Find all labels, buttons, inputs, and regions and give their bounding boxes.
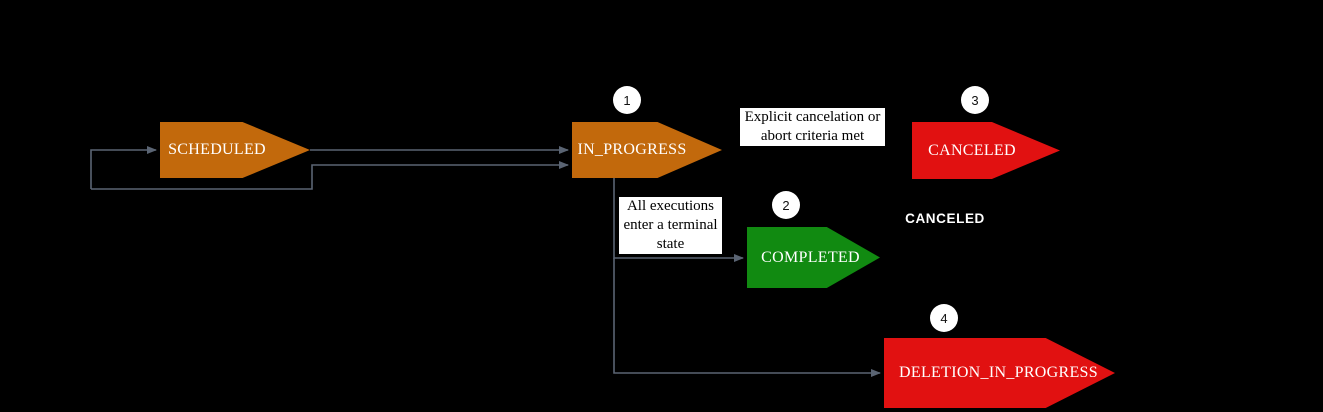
state-deletion-in-progress-label: DELETION_IN_PROGRESS	[899, 364, 1098, 381]
state-completed-label: COMPLETED	[761, 248, 860, 266]
completion-condition-line2: enter a terminal	[623, 217, 718, 233]
completion-condition-line1: All executions	[626, 198, 715, 214]
completion-condition-line3: state	[656, 236, 685, 252]
completion-condition-label: All executions enter a terminal state	[619, 197, 722, 254]
step-badge-1-number: 1	[623, 92, 631, 108]
cancelation-condition-line1: Explicit cancelation or	[744, 109, 881, 125]
step-badge-2-number: 2	[782, 197, 790, 213]
step-badge-2: 2	[772, 191, 800, 219]
step-badge-1: 1	[613, 86, 641, 114]
state-in-progress-label: IN_PROGRESS	[577, 141, 687, 158]
edge-in-progress-to-deletion	[613, 258, 881, 377]
edge-loop-to-in-progress	[91, 161, 569, 190]
step-badge-4: 4	[930, 304, 958, 332]
edge-loop-to-scheduled	[90, 146, 157, 189]
step-badge-3-number: 3	[971, 92, 979, 108]
state-scheduled-label: SCHEDULED	[168, 141, 266, 158]
step-badge-3: 3	[961, 86, 989, 114]
canceled-floating-label: CANCELED	[905, 211, 985, 226]
cancelation-condition-line2: abort criteria met	[760, 128, 865, 144]
step-badge-4-number: 4	[940, 310, 948, 326]
cancelation-condition-label: Explicit cancelation or abort criteria m…	[740, 108, 885, 146]
state-canceled-label: CANCELED	[928, 141, 1016, 159]
